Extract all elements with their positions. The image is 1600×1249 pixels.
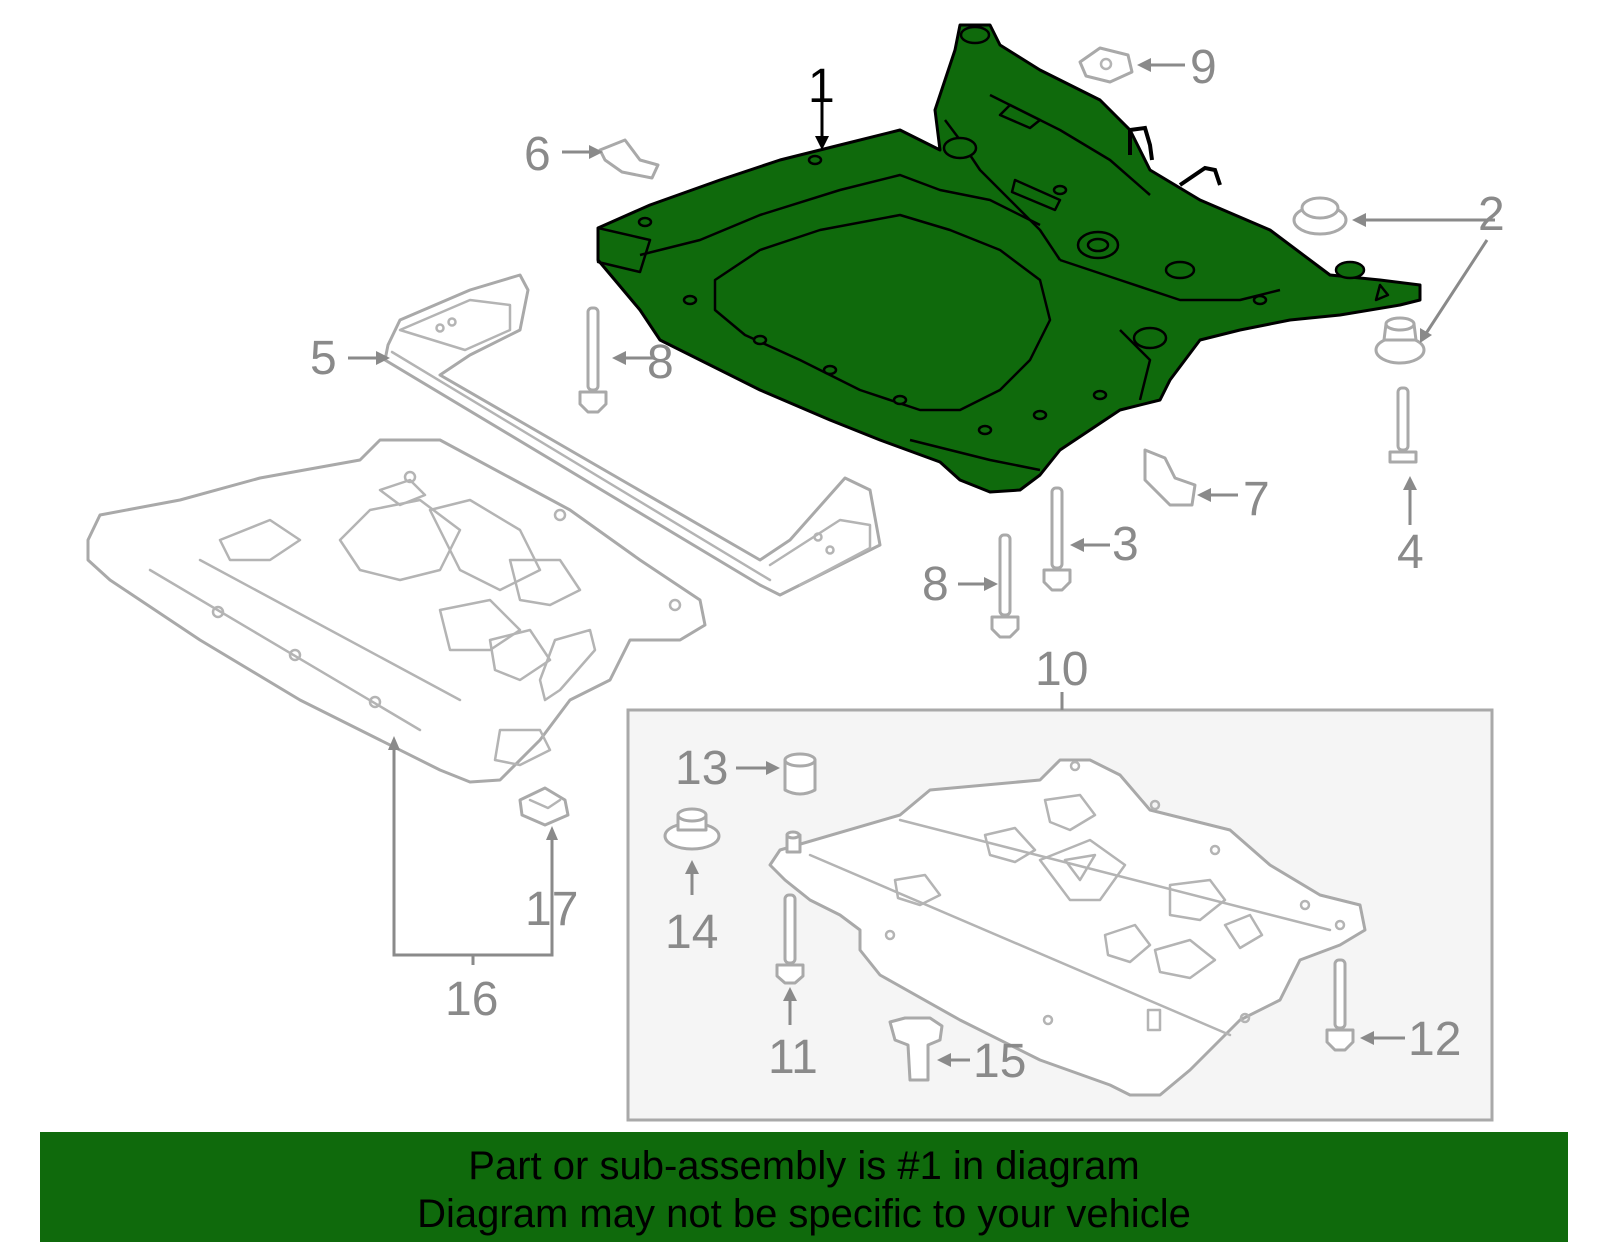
callout-4: 4 <box>1397 526 1424 579</box>
callout-9: 9 <box>1190 41 1217 94</box>
callout-8-upper: 8 <box>647 336 674 389</box>
callout-10: 10 <box>1035 643 1088 696</box>
banner-line-1: Part or sub-assembly is #1 in diagram <box>468 1144 1140 1188</box>
bolt-12 <box>1325 958 1355 1052</box>
callout-11: 11 <box>768 1031 818 1084</box>
callout-8-lower: 8 <box>922 558 949 611</box>
callout-3: 3 <box>1112 518 1139 571</box>
bolt-8-lower <box>990 533 1020 639</box>
bushing-2-lower <box>1374 316 1426 365</box>
callout-1: 1 <box>808 60 835 113</box>
skid-plate-16 <box>86 438 707 784</box>
callout-14: 14 <box>665 906 718 959</box>
undercover-10 <box>768 758 1367 1097</box>
callout-12: 12 <box>1408 1013 1461 1066</box>
clip-17 <box>518 786 570 827</box>
info-banner: Part or sub-assembly is #1 in diagram Di… <box>40 1132 1568 1242</box>
callout-6: 6 <box>524 128 551 181</box>
callout-15: 15 <box>973 1035 1026 1088</box>
grommet-14 <box>663 807 721 851</box>
bushing-2-upper <box>1292 196 1348 236</box>
plate-9 <box>1078 46 1134 84</box>
callout-5: 5 <box>310 332 337 385</box>
bolt-3 <box>1042 486 1072 592</box>
callout-2: 2 <box>1478 188 1505 241</box>
callout-labels: 1 2 3 4 5 6 7 8 8 9 10 11 12 13 14 15 16… <box>310 41 1505 1088</box>
leader-lines <box>348 58 1495 1067</box>
bracket-6 <box>598 138 660 180</box>
callout-17: 17 <box>525 883 578 936</box>
callout-13: 13 <box>675 742 728 795</box>
bolt-4 <box>1388 386 1418 464</box>
callout-16: 16 <box>445 973 498 1026</box>
banner-line-2: Diagram may not be specific to your vehi… <box>417 1192 1191 1236</box>
crossmember-5 <box>383 273 882 597</box>
spacer-13 <box>783 752 817 796</box>
clip-15 <box>888 1016 944 1082</box>
bracket-7 <box>1143 448 1197 507</box>
callout-7: 7 <box>1243 473 1270 526</box>
bolt-11 <box>775 893 805 985</box>
subframe-1-highlighted <box>596 23 1422 494</box>
bolt-8-upper <box>578 306 608 414</box>
